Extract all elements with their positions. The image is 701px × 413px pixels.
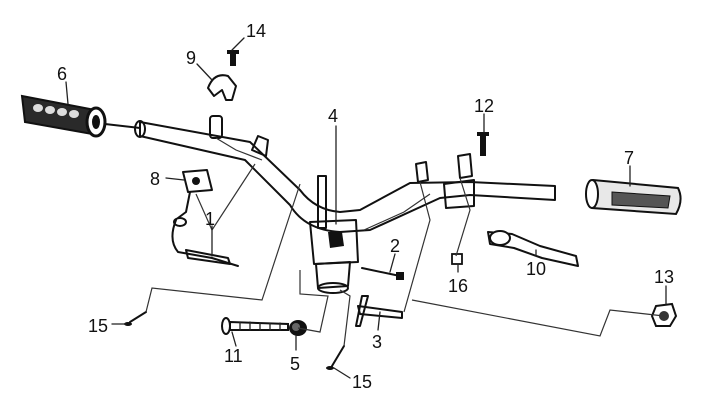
callout-8: 8 — [150, 169, 160, 189]
brake-lever-part-10 — [487, 230, 579, 267]
callout-2: 2 — [390, 236, 400, 256]
bolt-part-12 — [477, 132, 489, 156]
lever-bracket-part-8 — [177, 169, 213, 219]
mount-tab-right — [415, 153, 475, 209]
callout-16: 16 — [448, 276, 468, 296]
stem-part-4 — [309, 175, 359, 294]
callout-9: 9 — [186, 48, 196, 68]
callout-10: 10 — [526, 259, 546, 279]
callout-11: 11 — [224, 346, 243, 366]
callout-7: 7 — [624, 148, 634, 168]
callout-labels: 14 9 6 8 1 4 12 7 2 10 16 13 3 5 11 15 1… — [57, 21, 674, 392]
leader-lines — [65, 37, 667, 379]
flange-nut-part-13 — [650, 302, 678, 327]
mount-tab-left — [251, 135, 269, 157]
switch-cable-part-1 — [171, 217, 239, 267]
screw-part-15-left — [124, 311, 147, 326]
callout-12: 12 — [474, 96, 494, 116]
right-grip-part-7 — [585, 178, 682, 216]
bracket-part-3 — [355, 295, 403, 327]
callout-1: 1 — [205, 209, 215, 229]
callout-15-bottom: 15 — [352, 372, 372, 392]
callout-14: 14 — [246, 21, 266, 41]
screw-part-2 — [361, 267, 404, 280]
long-bolt-part-11 — [221, 317, 289, 335]
screw-part-14 — [227, 50, 239, 66]
callout-15-left: 15 — [88, 316, 108, 336]
left-grip-part-6 — [20, 94, 107, 138]
handlebar-tube — [104, 120, 556, 233]
screw-part-15-bottom — [326, 345, 345, 370]
nut-part-16 — [451, 253, 463, 265]
reference-lines — [145, 137, 665, 347]
callout-3: 3 — [372, 332, 382, 352]
callout-5: 5 — [290, 354, 300, 374]
callout-13: 13 — [654, 267, 674, 287]
clamp-part-9 — [207, 74, 237, 139]
callout-4: 4 — [328, 106, 338, 126]
callout-6: 6 — [57, 64, 67, 84]
